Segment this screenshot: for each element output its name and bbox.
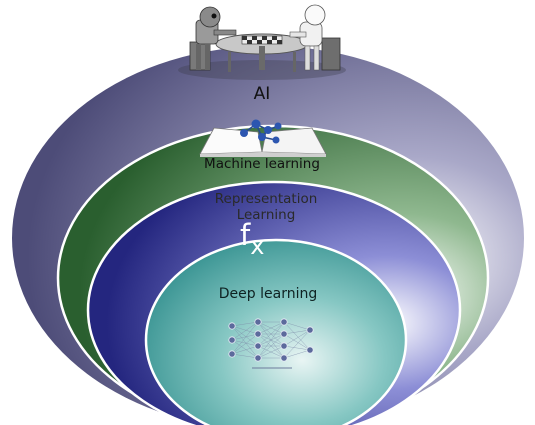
network-node bbox=[254, 330, 262, 338]
neural-network-icon bbox=[228, 318, 314, 369]
robot-and-person-playing-chess-icon bbox=[178, 4, 346, 80]
function-symbol: fx bbox=[240, 218, 264, 260]
network-node bbox=[254, 318, 262, 326]
network-node bbox=[306, 346, 314, 354]
network-node bbox=[228, 322, 236, 330]
representation-learning-label-line2: Learning bbox=[237, 207, 296, 223]
network-node bbox=[228, 350, 236, 358]
open-book-with-molecule-icon bbox=[199, 119, 327, 157]
deep-learning-label: Deep learning bbox=[219, 286, 317, 302]
network-node bbox=[254, 342, 262, 350]
network-node bbox=[228, 336, 236, 344]
function-symbol-base: f bbox=[240, 218, 251, 252]
network-node bbox=[280, 318, 288, 326]
deep-learning-layer bbox=[144, 238, 408, 425]
network-node bbox=[280, 330, 288, 338]
network-node bbox=[306, 326, 314, 334]
network-node bbox=[280, 354, 288, 362]
ai-label: AI bbox=[254, 84, 271, 104]
function-symbol-subscript: x bbox=[250, 232, 264, 260]
network-node bbox=[254, 354, 262, 362]
machine-learning-label: Machine learning bbox=[204, 156, 320, 172]
representation-learning-label-line1: Representation bbox=[215, 191, 318, 207]
network-node bbox=[280, 342, 288, 350]
